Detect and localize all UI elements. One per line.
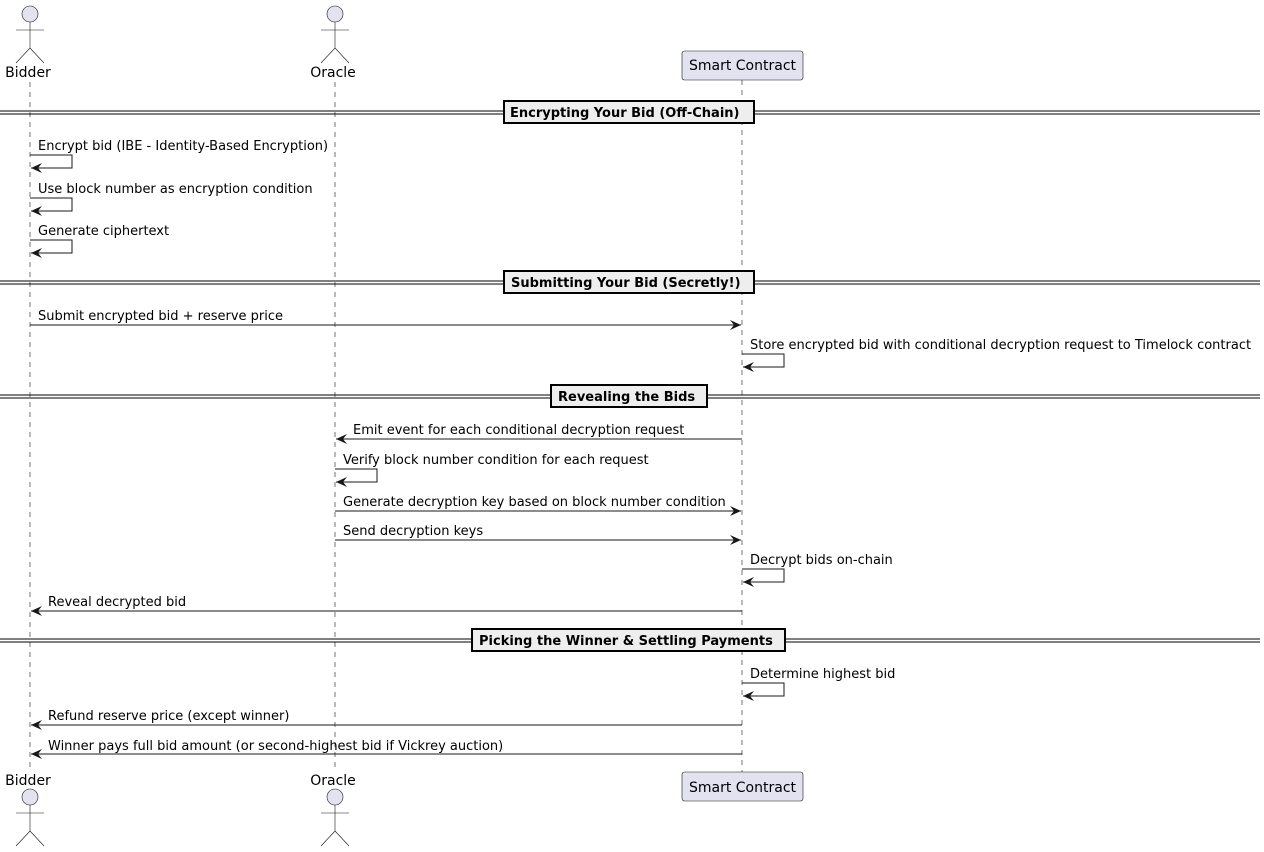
message-arrow — [30, 239, 73, 258]
participant-label: Smart Contract — [689, 58, 797, 74]
actor-head-icon — [21, 788, 39, 806]
message-label: Emit event for each conditional decrypti… — [353, 423, 684, 438]
message-arrow — [742, 682, 785, 701]
section-divider-0: Encrypting Your Bid (Off-Chain) — [0, 100, 1260, 124]
section-box — [503, 100, 755, 124]
message-arrow — [335, 468, 378, 487]
message-label: Generate decryption key based on block n… — [343, 495, 726, 510]
message-label: Reveal decrypted bid — [48, 595, 186, 610]
message-label: Submit encrypted bid + reserve price — [38, 309, 283, 324]
message-label: Generate ciphertext — [38, 224, 169, 239]
section-box — [503, 270, 755, 294]
actor-body-icon — [320, 805, 350, 847]
message-self: Determine highest bid — [742, 667, 895, 701]
actor-label: Bidder — [5, 773, 51, 789]
message-self: Verify block number condition for each r… — [335, 453, 649, 487]
participant-contract-bottom: Smart Contract — [681, 771, 804, 802]
actor-label: Bidder — [5, 65, 51, 81]
actor-oracle-top: Oracle — [310, 5, 356, 81]
actor-body-icon — [320, 22, 350, 64]
participants-top: Bidder Oracle Smart Contract — [5, 5, 804, 81]
participant-box — [681, 50, 804, 81]
message-bidder-to-contract: Submit encrypted bid + reserve price — [30, 309, 741, 330]
message-self: Encrypt bid (IBE - Identity-Based Encryp… — [30, 139, 328, 173]
actor-head-icon — [21, 5, 39, 23]
participant-contract-top: Smart Contract — [681, 50, 804, 81]
message-label: Winner pays full bid amount (or second-h… — [48, 739, 503, 754]
message-self: Decrypt bids on-chain — [742, 553, 893, 587]
section-title: Picking the Winner & Settling Payments — [479, 634, 773, 649]
actor-label: Oracle — [310, 773, 356, 789]
message-contract-to-bidder: Refund reserve price (except winner) — [31, 709, 742, 730]
message-label: Determine highest bid — [750, 667, 895, 682]
participants-bottom: Bidder Oracle Smart Contract — [5, 771, 804, 847]
message-label: Decrypt bids on-chain — [750, 553, 893, 568]
message-label: Send decryption keys — [343, 524, 483, 539]
message-label: Store encrypted bid with conditional dec… — [750, 338, 1251, 353]
actor-oracle-bottom: Oracle — [310, 773, 356, 847]
message-label: Use block number as encryption condition — [38, 182, 313, 197]
message-arrow — [742, 568, 785, 587]
section-title: Submitting Your Bid (Secretly!) — [511, 276, 741, 291]
message-contract-to-bidder: Reveal decrypted bid — [31, 595, 742, 616]
message-self: Generate ciphertext — [30, 224, 169, 258]
actor-head-icon — [326, 5, 344, 23]
lifelines — [29, 80, 743, 772]
actor-bidder-bottom: Bidder — [5, 773, 51, 847]
participant-label: Smart Contract — [689, 780, 797, 796]
message-contract-to-bidder: Winner pays full bid amount (or second-h… — [31, 739, 742, 759]
section-title: Encrypting Your Bid (Off-Chain) — [510, 106, 739, 121]
actor-head-icon — [326, 788, 344, 806]
message-arrow — [30, 154, 73, 173]
message-oracle-to-contract: Generate decryption key based on block n… — [335, 495, 741, 516]
section-divider-3: Picking the Winner & Settling Payments — [0, 628, 1260, 652]
message-self: Use block number as encryption condition — [30, 182, 313, 216]
section-box — [550, 384, 708, 408]
section-box — [471, 628, 786, 652]
section-title: Revealing the Bids — [558, 390, 695, 405]
actor-bidder-top: Bidder — [5, 5, 51, 81]
messages: Encrypt bid (IBE - Identity-Based Encryp… — [30, 139, 1251, 759]
actor-label: Oracle — [310, 65, 356, 81]
message-arrow — [30, 197, 73, 216]
message-self: Store encrypted bid with conditional dec… — [742, 338, 1251, 372]
section-divider-2: Revealing the Bids — [0, 384, 1260, 408]
message-arrow — [742, 353, 785, 372]
message-oracle-to-contract: Send decryption keys — [335, 524, 741, 545]
message-label: Encrypt bid (IBE - Identity-Based Encryp… — [38, 139, 328, 154]
participant-box — [681, 771, 804, 802]
message-label: Refund reserve price (except winner) — [48, 709, 289, 724]
actor-body-icon — [15, 22, 45, 64]
message-label: Verify block number condition for each r… — [343, 453, 649, 468]
actor-body-icon — [15, 805, 45, 847]
section-divider-1: Submitting Your Bid (Secretly!) — [0, 270, 1260, 294]
message-contract-to-oracle: Emit event for each conditional decrypti… — [336, 423, 742, 444]
